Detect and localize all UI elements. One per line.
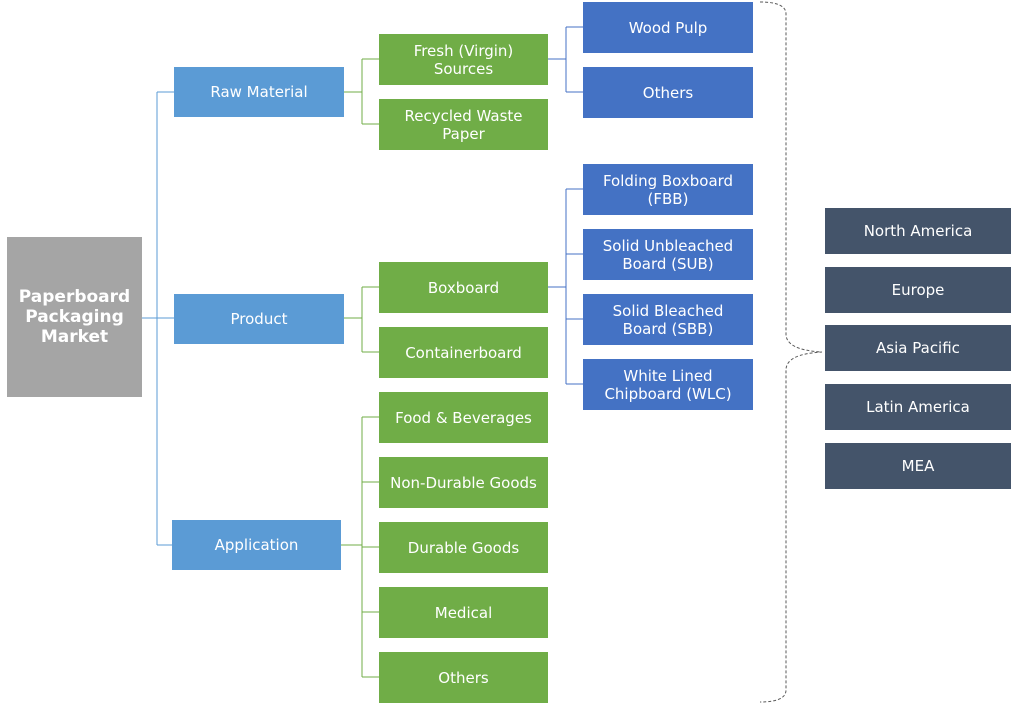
- region-bracket: [759, 1, 823, 703]
- node-wood-pulp: Wood Pulp: [583, 2, 753, 53]
- raw-material-connectors: [344, 58, 379, 125]
- node-wlc: White Lined Chipboard (WLC): [583, 359, 753, 410]
- node-food-beverages: Food & Beverages: [379, 392, 548, 443]
- segment-product: Product: [174, 294, 344, 344]
- node-application-others: Others: [379, 652, 548, 703]
- node-boxboard: Boxboard: [379, 262, 548, 313]
- root-node: Paperboard Packaging Market: [7, 237, 142, 397]
- node-containerboard: Containerboard: [379, 327, 548, 378]
- region-north-america: North America: [825, 208, 1011, 254]
- region-asia-pacific: Asia Pacific: [825, 325, 1011, 371]
- product-connectors: [344, 286, 379, 353]
- node-recycled-waste-paper: Recycled Waste Paper: [379, 99, 548, 150]
- node-durable-goods: Durable Goods: [379, 522, 548, 573]
- node-fbb: Folding Boxboard (FBB): [583, 164, 753, 215]
- node-non-durable-goods: Non-Durable Goods: [379, 457, 548, 508]
- node-fresh-virgin-sources: Fresh (Virgin) Sources: [379, 34, 548, 85]
- region-mea: MEA: [825, 443, 1011, 489]
- region-europe: Europe: [825, 267, 1011, 313]
- segment-raw-material: Raw Material: [174, 67, 344, 117]
- fresh-sources-connectors: [548, 26, 583, 93]
- node-medical: Medical: [379, 587, 548, 638]
- region-latin-america: Latin America: [825, 384, 1011, 430]
- node-sbb: Solid Bleached Board (SBB): [583, 294, 753, 345]
- segment-application: Application: [172, 520, 341, 570]
- boxboard-connectors: [548, 188, 583, 385]
- root-connectors: [142, 91, 174, 546]
- node-sub: Solid Unbleached Board (SUB): [583, 229, 753, 280]
- application-connectors: [341, 416, 379, 678]
- node-raw-material-others: Others: [583, 67, 753, 118]
